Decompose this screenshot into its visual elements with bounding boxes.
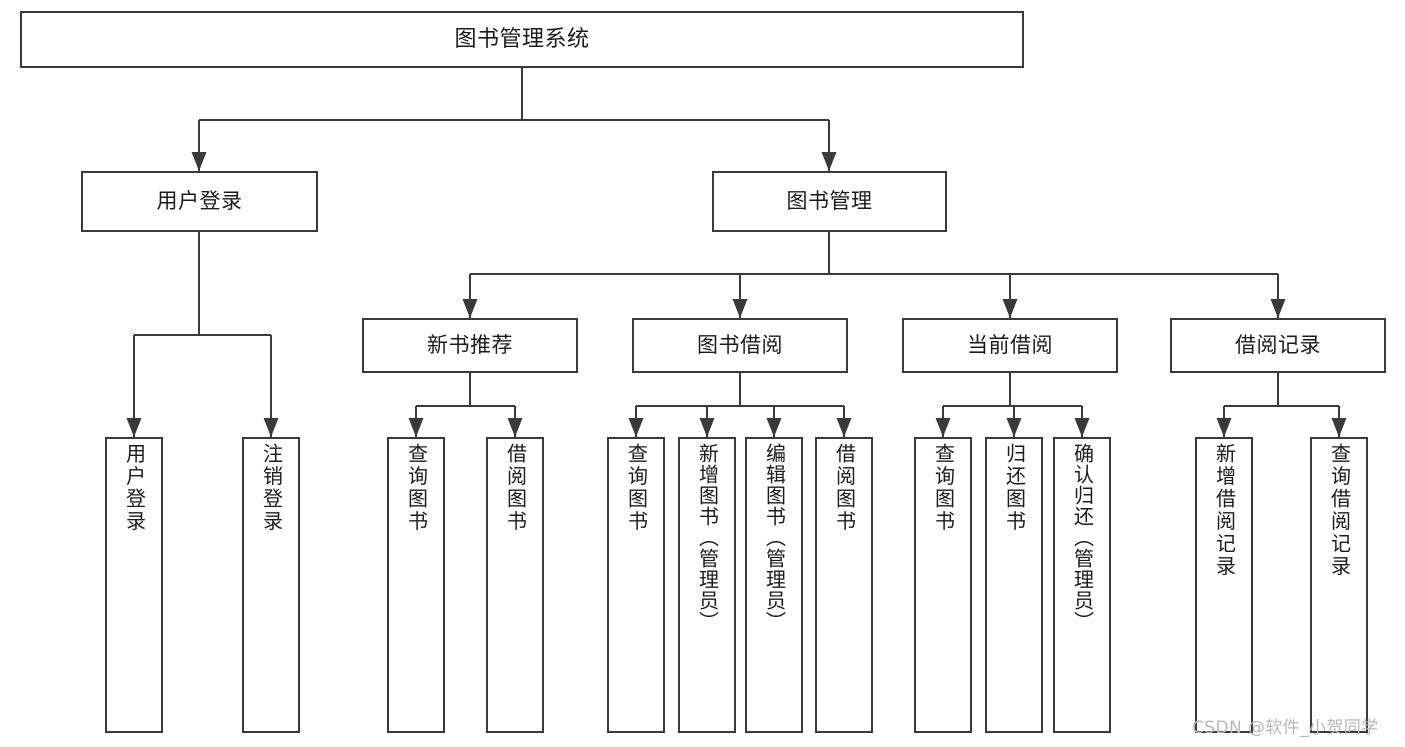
root-node[interactable]: 图书管理系统	[20, 11, 1024, 68]
node-label: 借阅图书	[832, 443, 857, 533]
node-label: 当前借阅	[967, 333, 1053, 358]
leaf-return-book[interactable]: 归还图书	[985, 437, 1043, 733]
leaf-borrow-book[interactable]: 借阅图书	[815, 437, 873, 733]
node-label: 确认归还（管理员）	[1070, 443, 1095, 632]
book-manage[interactable]: 图书管理	[712, 171, 947, 232]
leaf-logout-login[interactable]: 注销登录	[242, 437, 300, 733]
node-label: 新书推荐	[427, 333, 513, 358]
leaf-query-book-current[interactable]: 查询图书	[914, 437, 972, 733]
leaf-edit-book[interactable]: 编辑图书（管理员）	[745, 437, 803, 733]
leaf-borrow-book-new[interactable]: 借阅图书	[486, 437, 544, 733]
node-label: 查询借阅记录	[1327, 443, 1352, 578]
leaf-query-book-new[interactable]: 查询图书	[387, 437, 445, 733]
book-borrow[interactable]: 图书借阅	[632, 318, 848, 373]
node-label: 借阅记录	[1235, 333, 1321, 358]
leaf-query-borrow-record[interactable]: 查询借阅记录	[1310, 437, 1368, 733]
leaf-confirm-return[interactable]: 确认归还（管理员）	[1053, 437, 1111, 733]
node-label: 新增图书（管理员）	[695, 443, 720, 632]
leaf-user-login[interactable]: 用户登录	[105, 437, 163, 733]
node-label: 图书管理系统	[454, 26, 590, 52]
node-label: 借阅图书	[503, 443, 528, 533]
leaf-query-book-borrow[interactable]: 查询图书	[607, 437, 665, 733]
leaf-add-borrow-record[interactable]: 新增借阅记录	[1195, 437, 1253, 733]
node-label: 图书借阅	[697, 333, 783, 358]
node-label: 查询图书	[404, 443, 429, 533]
node-label: 编辑图书（管理员）	[762, 443, 787, 632]
new-book-recommend[interactable]: 新书推荐	[362, 318, 578, 373]
node-label: 注销登录	[259, 443, 284, 533]
node-label: 查询图书	[931, 443, 956, 533]
node-label: 归还图书	[1002, 443, 1027, 533]
node-label: 查询图书	[624, 443, 649, 533]
current-borrow[interactable]: 当前借阅	[902, 318, 1118, 373]
csdn-watermark: CSDN @软件_小贺同学	[1192, 718, 1379, 738]
leaf-add-book[interactable]: 新增图书（管理员）	[678, 437, 736, 733]
user-login[interactable]: 用户登录	[81, 171, 318, 232]
node-label: 用户登录	[122, 443, 147, 533]
node-label: 用户登录	[156, 189, 243, 214]
borrow-record[interactable]: 借阅记录	[1170, 318, 1386, 373]
node-label: 新增借阅记录	[1212, 443, 1237, 578]
node-label: 图书管理	[786, 189, 873, 214]
